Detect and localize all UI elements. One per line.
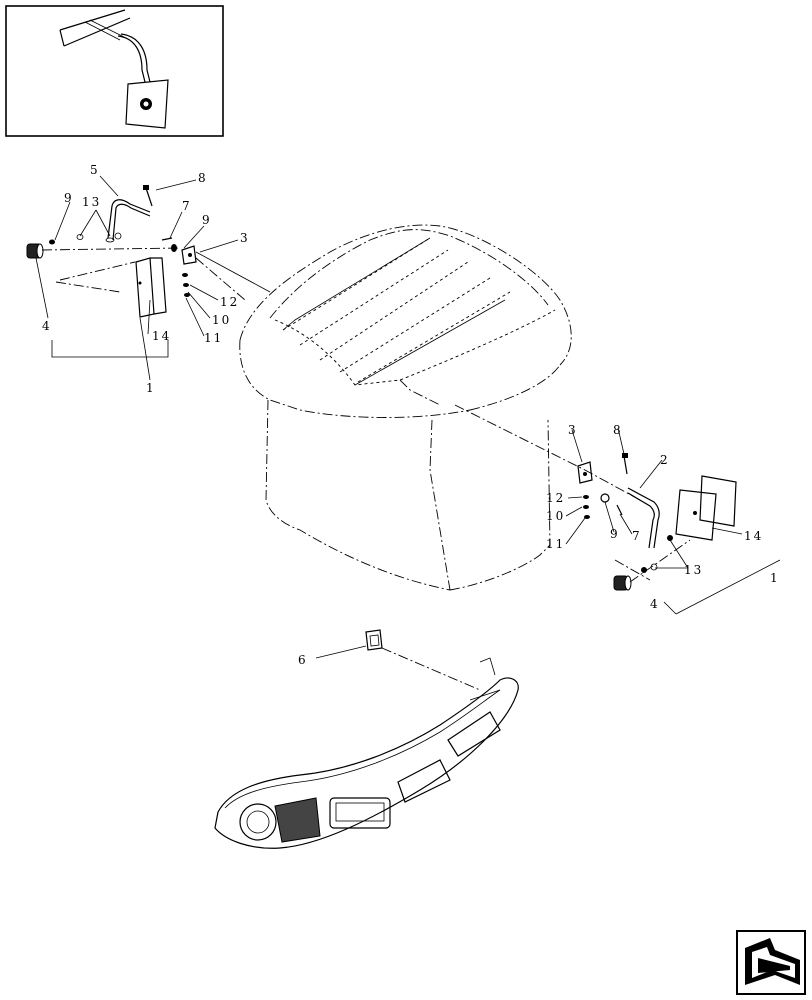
callout-8: 8 — [613, 423, 623, 437]
callout-5: 5 — [90, 163, 100, 177]
callout-4: 4 — [42, 319, 52, 333]
knob-right — [613, 575, 632, 591]
callout-labels: 5 8 9 13 7 9 3 12 10 11 14 4 1 3 8 2 12 … — [42, 163, 780, 667]
callout-9: 9 — [610, 527, 620, 541]
callout-14: 14 — [744, 529, 763, 543]
right-mirror-assembly — [454, 404, 781, 615]
callout-10: 10 — [546, 509, 565, 523]
callout-6: 6 — [298, 653, 308, 667]
left-mirror-assembly — [26, 185, 271, 358]
cab-body-outline — [239, 224, 572, 591]
callout-7: 7 — [632, 529, 642, 543]
callout-11: 11 — [204, 331, 223, 345]
light-bar — [214, 629, 519, 849]
callout-13: 13 — [684, 563, 703, 577]
inset-detail-view — [5, 5, 224, 137]
callout-7: 7 — [182, 199, 192, 213]
callout-13: 13 — [82, 195, 101, 209]
arrow-icon[interactable] — [736, 930, 806, 995]
leader-lines — [35, 175, 743, 659]
callout-3: 3 — [240, 231, 250, 245]
callout-11: 11 — [546, 537, 565, 551]
knob-left — [26, 243, 44, 259]
callout-10: 10 — [212, 313, 231, 327]
callout-8: 8 — [198, 171, 208, 185]
callout-14: 14 — [152, 329, 171, 343]
callout-9: 9 — [202, 213, 212, 227]
callout-2: 2 — [660, 453, 670, 467]
callout-12: 12 — [220, 295, 239, 309]
callout-12: 12 — [546, 491, 565, 505]
callout-9: 9 — [64, 191, 74, 205]
callout-1: 1 — [146, 381, 156, 395]
callout-4: 4 — [650, 597, 660, 611]
callout-1: 1 — [770, 571, 780, 585]
callout-3: 3 — [568, 423, 578, 437]
